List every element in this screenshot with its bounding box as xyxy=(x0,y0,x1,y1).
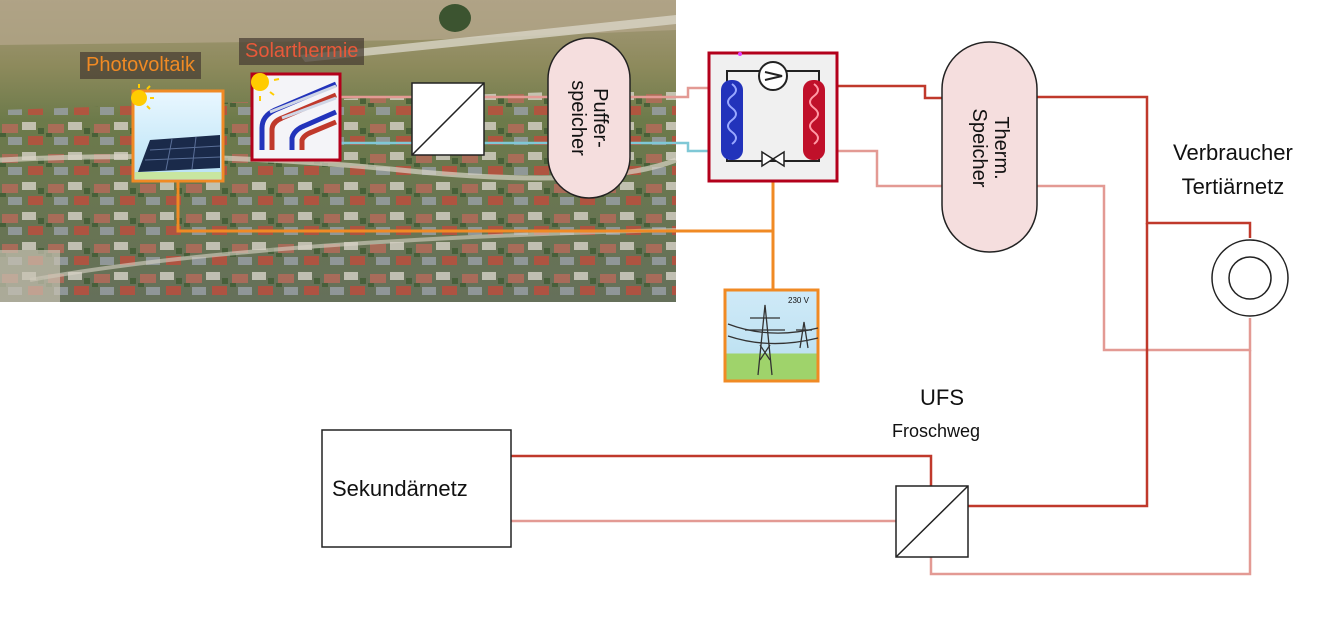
secondary-network-box xyxy=(321,429,512,548)
heat-exchanger-icon xyxy=(411,82,485,156)
secondary-network-label: Sekundärnetz xyxy=(332,476,468,501)
electric-line xyxy=(176,182,775,290)
solar-panel-icon xyxy=(131,84,225,183)
buffer-tank-label-line2: speicher xyxy=(567,80,589,156)
tertiary-return-line xyxy=(1037,184,1252,352)
ufs-supply-line xyxy=(968,223,1149,508)
power-pylon-icon xyxy=(723,288,820,383)
buffer-to-hp-cold xyxy=(630,141,709,153)
heat-pump-icon xyxy=(707,51,839,183)
ufs-label: UFS xyxy=(920,385,964,410)
buffer-tank-label: Puffer- speicher xyxy=(567,68,611,168)
hp-supply-line xyxy=(837,84,942,100)
buffer-tank xyxy=(547,37,631,199)
solarthermie-label: Solarthermie xyxy=(239,38,365,65)
thermal-storage-label: Therm. Speicher xyxy=(968,88,1012,208)
grid-voltage-label: 230 V xyxy=(788,296,809,305)
solar-thermal-collector-icon xyxy=(250,72,342,162)
consumer-label-line2: Tertiärnetz xyxy=(1181,174,1285,199)
consumer-label-line1: Verbraucher xyxy=(1173,140,1293,165)
buffer-tank-label-line1: Puffer- xyxy=(589,88,611,148)
froschweg-label: Froschweg xyxy=(892,421,981,441)
photovoltaik-label: Photovoltaik xyxy=(80,52,201,79)
thermal-storage-label-line2: Speicher xyxy=(968,108,990,188)
ufs-return-line xyxy=(929,350,1252,576)
buffer-to-hp-hot xyxy=(630,86,709,99)
thermal-storage-label-line1: Therm. xyxy=(990,116,1012,180)
secondary-supply-line xyxy=(511,454,933,486)
hp-return-line xyxy=(837,149,942,188)
consumer-label: Verbraucher Tertiärnetz xyxy=(1173,136,1293,204)
consumer-circle-icon xyxy=(1211,239,1289,317)
thermal-storage-tank xyxy=(941,41,1038,253)
ufs-heat-exchanger-icon xyxy=(895,485,969,558)
